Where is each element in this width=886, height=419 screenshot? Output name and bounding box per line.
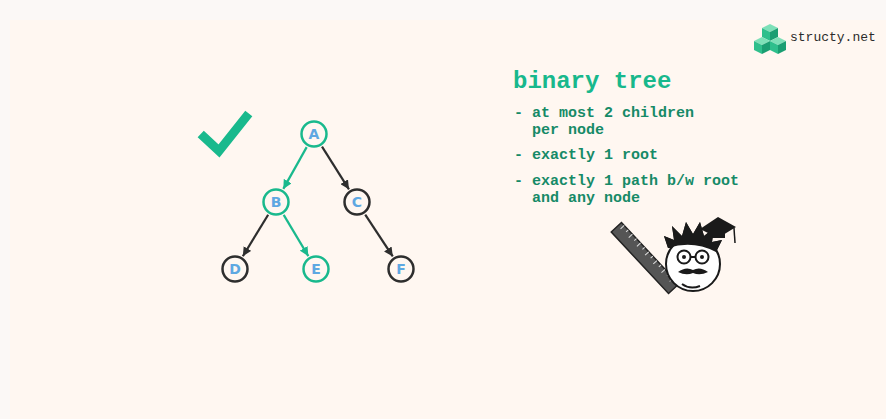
tree-edge (283, 147, 306, 189)
node-outline (302, 122, 327, 147)
professor-cartoon (611, 217, 736, 293)
node-outline (223, 257, 248, 282)
tree-node: B (262, 188, 290, 216)
node-label: C (352, 194, 362, 210)
logo-text: structy.net (790, 30, 876, 45)
node-outline (264, 190, 289, 215)
node-outline (389, 257, 414, 282)
node-label: F (396, 261, 406, 277)
logo-icon (754, 24, 786, 54)
tree-node: C (343, 188, 371, 216)
node-label: A (309, 126, 320, 142)
bullet-note: - at most 2 children per node (514, 105, 721, 139)
bullet-note: - exactly 1 path b/w root and any node (514, 173, 766, 207)
tree-node: F (387, 255, 415, 283)
tree-edge (284, 215, 309, 256)
diagram-title: binary tree (513, 68, 671, 95)
check-mark (204, 117, 246, 151)
tree-node: D (221, 255, 249, 283)
tree-edge (365, 215, 393, 257)
node-outline (304, 257, 329, 282)
node-outline (345, 190, 370, 215)
node-label: E (311, 261, 321, 277)
tree-edge (322, 147, 349, 190)
node-label: D (229, 261, 241, 277)
tree-node: E (302, 255, 330, 283)
panel (10, 20, 886, 419)
node-label: B (271, 194, 282, 210)
tree-node: A (300, 120, 328, 148)
tree-edge (243, 215, 268, 256)
bullet-note: - exactly 1 root (514, 147, 721, 164)
